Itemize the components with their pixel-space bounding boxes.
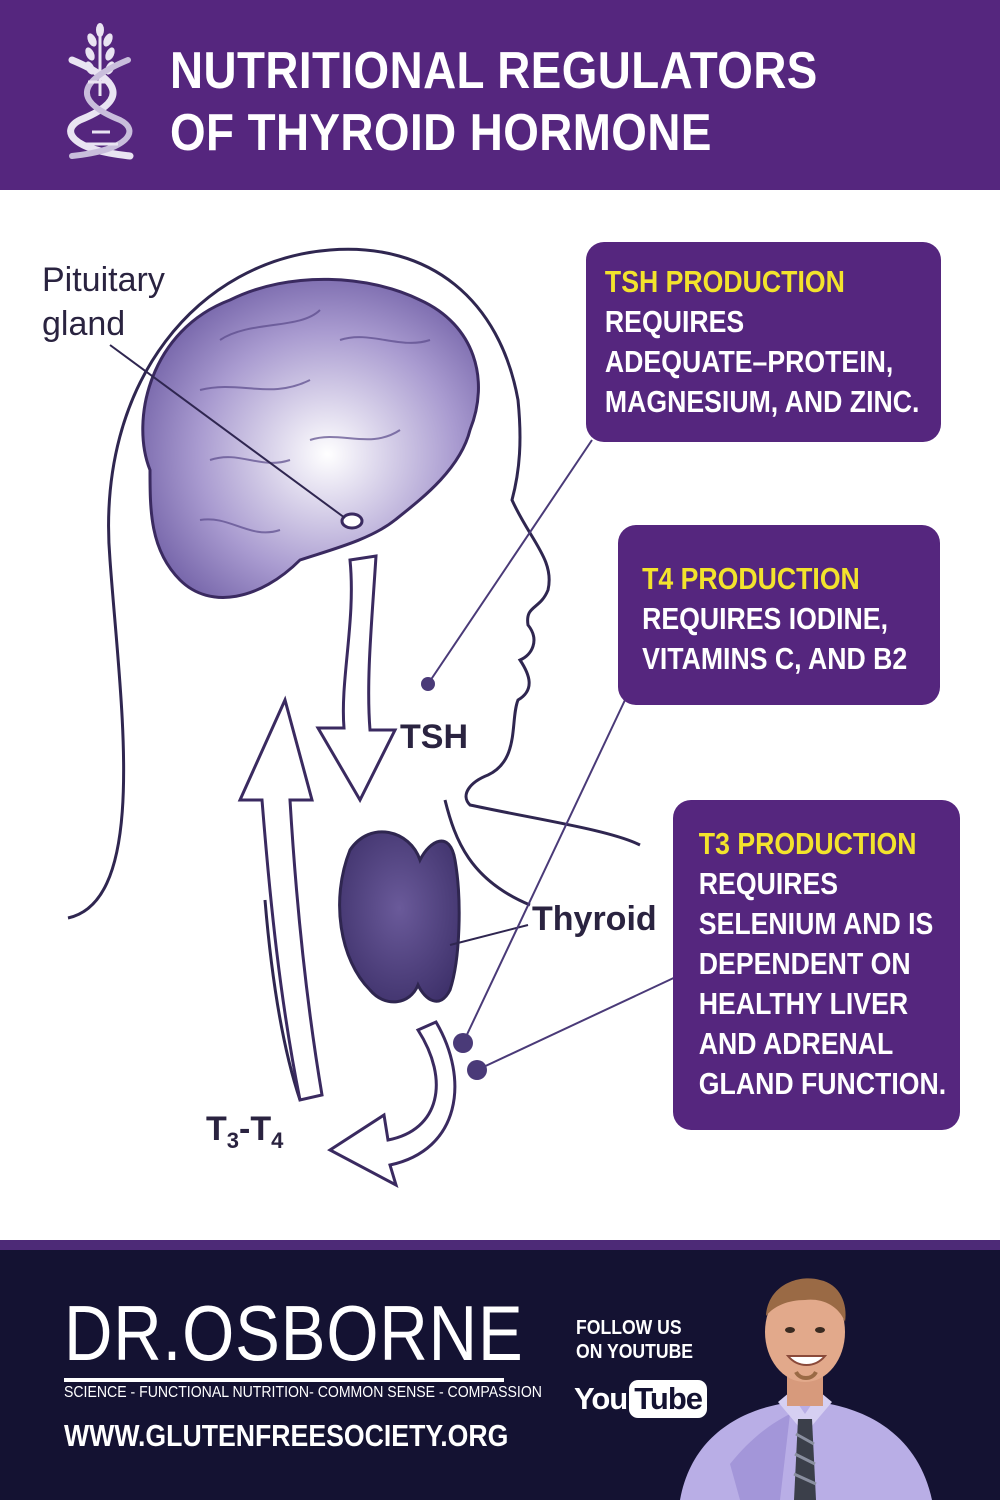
pituitary-label-line1: Pituitary <box>42 261 165 299</box>
t4-callout-leader <box>462 699 626 1044</box>
follow-line-2: ON YOUTUBE <box>576 1341 694 1363</box>
t4-production-callout: T4 PRODUCTION REQUIRES IODINE, VITAMINS … <box>618 525 940 705</box>
t4-main: -T <box>239 1110 272 1148</box>
t3-callout-heading: T3 PRODUCTION <box>698 826 917 861</box>
footer: DR.OSBORNE SCIENCE - FUNCTIONAL NUTRITIO… <box>0 1240 1000 1500</box>
t3-callout-leader <box>476 974 681 1071</box>
t3-callout-line: AND ADRENAL <box>698 1026 894 1061</box>
title-line-1: NUTRITIONAL REGULATORS <box>170 42 818 100</box>
tsh-arrow <box>315 554 398 804</box>
youtube-logo-tube: Tube <box>629 1380 707 1418</box>
neck-front <box>443 799 531 907</box>
t4-callout-heading: T4 PRODUCTION <box>642 561 860 596</box>
tsh-callout-line: MAGNESIUM, AND ZINC. <box>604 384 920 419</box>
presenter-photo <box>680 1278 932 1500</box>
follow-youtube-text: FOLLOW US ON YOUTUBE <box>576 1316 693 1364</box>
tsh-label: TSH <box>400 718 468 756</box>
t3-main: T <box>206 1110 227 1148</box>
pituitary-leader <box>109 344 346 519</box>
follow-line-1: FOLLOW US <box>576 1317 682 1339</box>
brand-divider <box>64 1378 504 1382</box>
pituitary-label-line2: gland <box>42 305 126 343</box>
brand-name: DR.OSBORNE <box>64 1289 524 1377</box>
t3-production-callout: T3 PRODUCTION REQUIRES SELENIUM AND IS D… <box>673 800 960 1130</box>
header-banner: NUTRITIONAL REGULATORS OF THYROID HORMON… <box>0 0 1000 190</box>
t4-callout-line: REQUIRES IODINE, <box>642 601 888 636</box>
t3-t4-label: T3-T4 <box>206 1110 283 1154</box>
title-line-2: OF THYROID HORMONE <box>170 104 712 162</box>
thyroid-axis-diagram <box>67 247 681 1189</box>
neck-back <box>263 899 302 1101</box>
t3-sub: 3 <box>226 1127 240 1153</box>
brand-tagline: SCIENCE - FUNCTIONAL NUTRITION- COMMON S… <box>64 1384 542 1401</box>
tsh-callout-line: REQUIRES <box>604 304 745 339</box>
head-outline <box>67 247 641 920</box>
youtube-logo-you: You <box>574 1381 628 1416</box>
tsh-callout-heading: TSH PRODUCTION <box>604 264 845 299</box>
thyroid-output-arrow <box>327 1020 457 1189</box>
thyroid-gland <box>338 830 461 1004</box>
t4-callout-line: VITAMINS C, AND B2 <box>642 641 908 676</box>
wheat-dna-logo-icon <box>67 23 134 160</box>
website-link[interactable]: WWW.GLUTENFREESOCIETY.ORG <box>64 1418 509 1453</box>
t4-callout-dot <box>453 1033 473 1053</box>
t3-callout-line: REQUIRES <box>698 866 839 901</box>
t3-callout-line: GLAND FUNCTION. <box>698 1066 947 1101</box>
pituitary-label: Pituitary gland <box>42 258 165 346</box>
tsh-callout-dot <box>421 677 435 691</box>
t4-sub: 4 <box>271 1127 284 1153</box>
page-title: NUTRITIONAL REGULATORS OF THYROID HORMON… <box>170 40 818 164</box>
tsh-callout-line: ADEQUATE–PROTEIN, <box>604 344 894 379</box>
t3-callout-line: SELENIUM AND IS <box>698 906 934 941</box>
footer-accent-strip <box>0 1240 1000 1250</box>
pituitary-dot <box>340 512 364 530</box>
tsh-callout-leader <box>427 439 593 685</box>
t3-t4-return-arrow <box>237 695 324 1102</box>
t3-callout-dot <box>467 1060 487 1080</box>
tsh-production-callout: TSH PRODUCTION REQUIRES ADEQUATE–PROTEIN… <box>586 242 941 442</box>
thyroid-leader <box>449 924 529 946</box>
thyroid-label: Thyroid <box>532 900 657 938</box>
t3-callout-line: DEPENDENT ON <box>698 946 911 981</box>
brain <box>141 277 480 599</box>
t3-callout-line: HEALTHY LIVER <box>698 986 909 1021</box>
